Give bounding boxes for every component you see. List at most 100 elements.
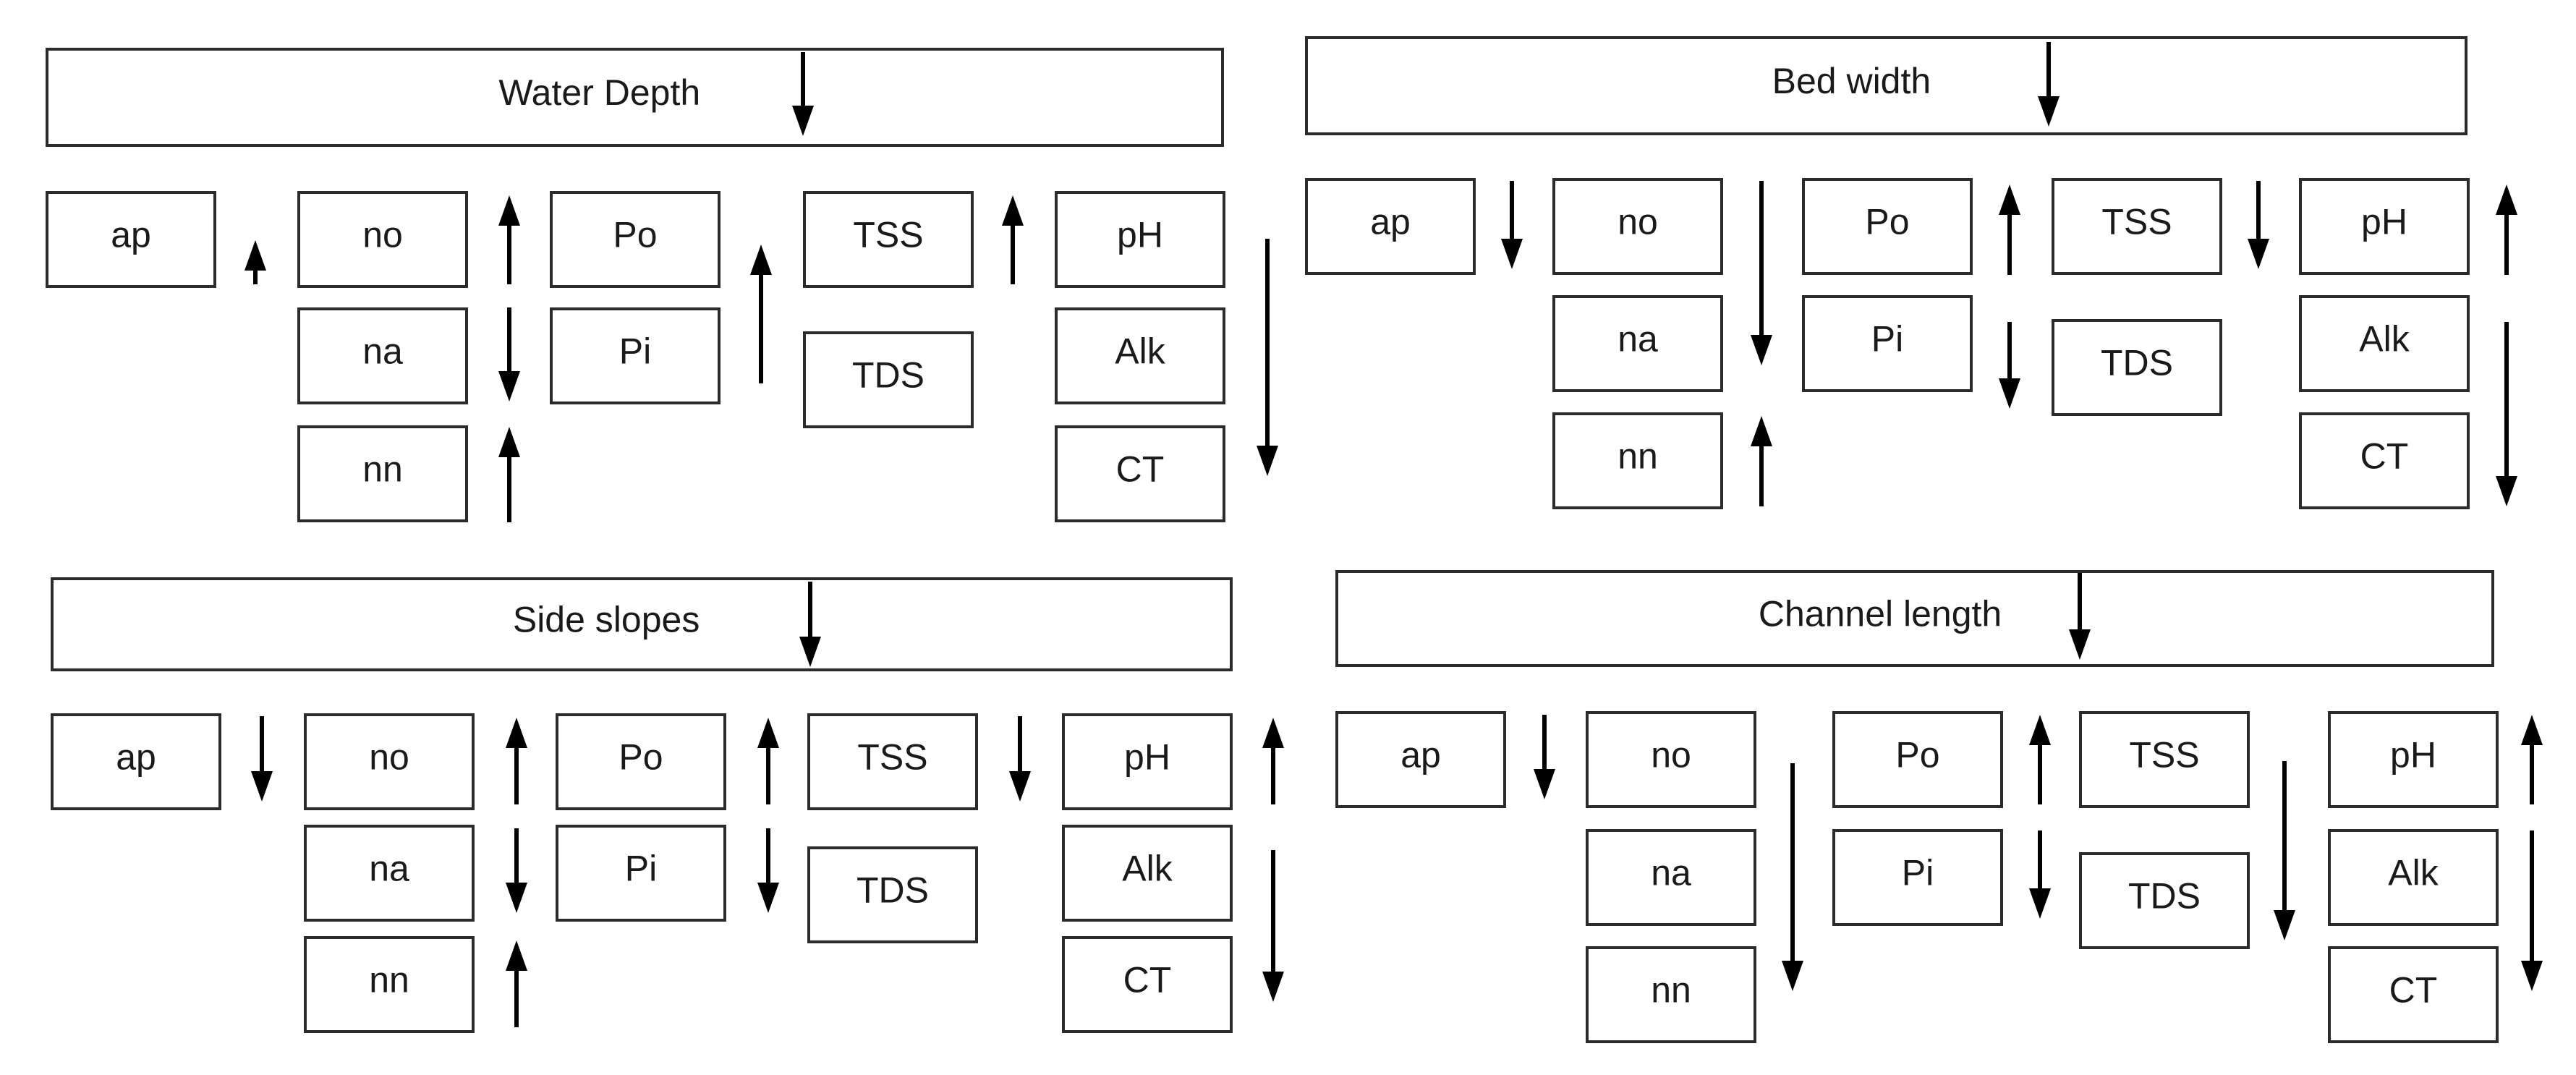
box-tds: TDS: [803, 331, 974, 428]
box-label: Alk: [1122, 849, 1173, 889]
arrow-ph-alk-ct-down: [1257, 239, 1278, 476]
header-title: Water Depth: [498, 72, 700, 113]
box-pi: Pi: [556, 825, 726, 922]
box-label: Pi: [1902, 853, 1934, 893]
box-no: no: [304, 713, 475, 810]
box-label: ap: [111, 215, 151, 255]
arrow-no-up: [498, 195, 520, 284]
box-label: Po: [613, 215, 657, 255]
arrow-ap-down: [1534, 715, 1555, 799]
box-label: TSS: [857, 737, 927, 778]
box-po: Po: [1802, 178, 1973, 275]
box-po: Po: [556, 713, 726, 810]
arrow-ph-up: [1262, 718, 1284, 804]
arrow-tss-down: [1009, 716, 1031, 802]
box-label: Po: [1865, 202, 1909, 242]
box-alk: Alk: [1055, 307, 1225, 404]
box-po: Po: [1832, 711, 2003, 808]
box-label: pH: [2361, 202, 2407, 242]
arrow-no-up: [506, 718, 527, 804]
box-tss: TSS: [2079, 711, 2250, 808]
arrow-po-up: [757, 718, 779, 804]
box-label: na: [1651, 853, 1691, 893]
box-ct: CT: [2299, 412, 2470, 509]
header-arrow-down: [799, 582, 821, 667]
box-ph: pH: [1055, 191, 1225, 288]
box-label: nn: [369, 960, 409, 1000]
arrow-ph-up: [2496, 184, 2517, 275]
box-nn: nn: [304, 936, 475, 1033]
box-na: na: [297, 307, 468, 404]
arrow-na-down: [498, 307, 520, 401]
box-label: CT: [2360, 436, 2409, 477]
arrow-tss-down: [2248, 181, 2269, 269]
arrow-alk-ct-down: [2496, 322, 2517, 506]
box-tds: TDS: [2079, 852, 2250, 949]
box-no: no: [1586, 711, 1756, 808]
box-alk: Alk: [2299, 295, 2470, 392]
box-label: TSS: [2129, 735, 2199, 776]
box-ph: pH: [2328, 711, 2499, 808]
box-ph: pH: [1062, 713, 1233, 810]
box-ap: ap: [1335, 711, 1506, 808]
arrow-pi-down: [1999, 322, 2020, 409]
box-na: na: [1586, 829, 1756, 926]
box-label: na: [369, 849, 409, 889]
box-alk: Alk: [1062, 825, 1233, 922]
arrow-ap-down: [251, 716, 273, 802]
arrow-tss-tds-down: [2274, 761, 2295, 940]
arrow-ap-down: [1501, 181, 1523, 269]
box-label: CT: [1116, 449, 1165, 490]
box-pi: Pi: [550, 307, 720, 404]
arrow-pi-down: [2029, 830, 2051, 919]
box-label: ap: [1400, 735, 1441, 776]
box-ct: CT: [1055, 425, 1225, 522]
arrow-nn-up: [1751, 416, 1772, 506]
box-label: no: [1651, 735, 1691, 776]
arrow-po-pi-up: [750, 245, 772, 383]
header-arrow-down: [2038, 42, 2059, 127]
arrow-nn-up: [498, 427, 520, 522]
box-ap: ap: [51, 713, 221, 810]
box-tds: TDS: [807, 846, 978, 943]
arrow-po-up: [2029, 715, 2051, 804]
box-label: no: [362, 215, 403, 255]
header-arrow-down: [2069, 573, 2091, 660]
box-pi: Pi: [1802, 295, 1973, 392]
box-label: nn: [1651, 970, 1691, 1011]
box-label: Alk: [1115, 331, 1165, 372]
header-box: Water Depth: [46, 48, 1224, 147]
header-title: Channel length: [1759, 594, 2002, 634]
box-ap: ap: [1305, 178, 1476, 275]
arrow-nn-up: [506, 940, 527, 1027]
box-label: na: [1618, 319, 1658, 360]
arrow-pi-down: [757, 828, 779, 913]
box-po: Po: [550, 191, 720, 288]
box-label: Pi: [625, 849, 657, 889]
box-nn: nn: [297, 425, 468, 522]
box-label: nn: [362, 449, 403, 490]
box-label: TSS: [853, 215, 923, 255]
box-na: na: [1552, 295, 1723, 392]
box-pi: Pi: [1832, 829, 2003, 926]
box-ap: ap: [46, 191, 216, 288]
box-label: TDS: [2128, 876, 2201, 917]
box-label: Alk: [2388, 853, 2439, 893]
box-no: no: [297, 191, 468, 288]
box-label: Pi: [1871, 319, 1903, 360]
arrow-ap-up: [245, 240, 266, 284]
box-label: CT: [1123, 960, 1172, 1000]
box-label: Alk: [2359, 319, 2410, 360]
box-ph: pH: [2299, 178, 2470, 275]
box-label: no: [1618, 202, 1658, 242]
box-label: TDS: [856, 870, 929, 911]
header-box: Side slopes: [51, 577, 1233, 671]
box-label: pH: [2390, 735, 2436, 776]
box-ct: CT: [1062, 936, 1233, 1033]
arrow-no-na-down: [1751, 181, 1772, 365]
box-label: pH: [1117, 215, 1163, 255]
box-label: na: [362, 331, 403, 372]
